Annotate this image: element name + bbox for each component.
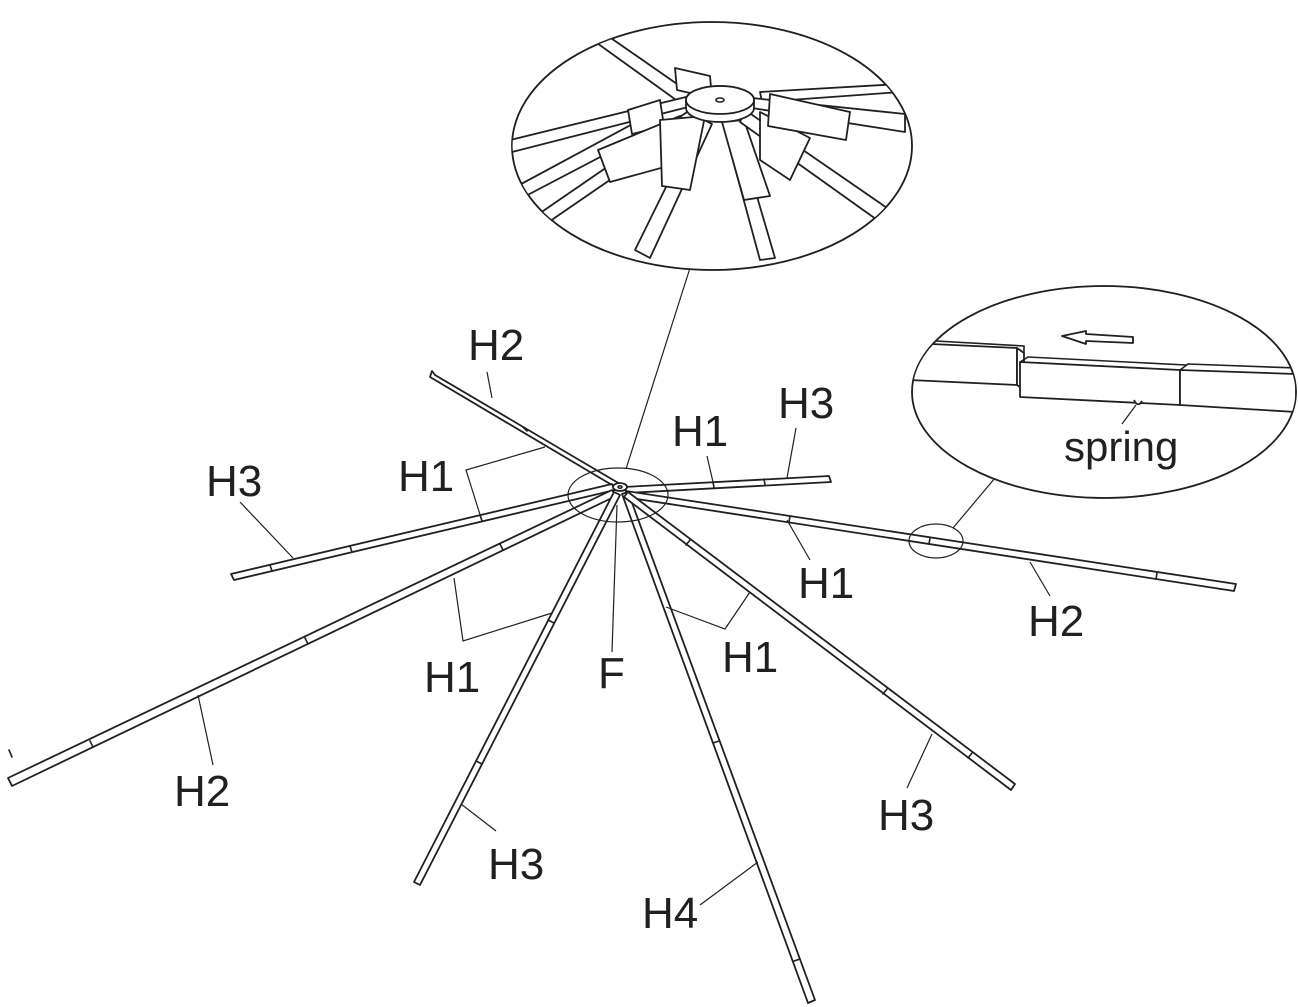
rib-h3-bottom — [413, 491, 621, 886]
label-h3-top-right: H3 — [778, 379, 834, 428]
joint-callout-ellipse — [908, 523, 964, 559]
label-f-hub: F — [598, 649, 625, 698]
ribs — [7, 370, 1237, 1004]
label-h3-left: H3 — [206, 457, 262, 506]
label-h1-upper-left: H1 — [398, 452, 454, 501]
label-spring: spring — [1064, 423, 1178, 470]
label-h2-left: H2 — [174, 767, 230, 816]
label-h2-right: H2 — [1028, 597, 1084, 646]
rib-h2-left — [7, 489, 617, 787]
hub-detail-zoom — [511, 21, 913, 271]
leader-lines — [197, 371, 1051, 906]
rib-h4-bottom — [621, 491, 816, 1004]
rib-h3-top-right — [623, 475, 832, 494]
joint-callout-leader — [952, 477, 996, 529]
rib-h2-right — [623, 490, 1237, 592]
stray-mark — [8, 749, 13, 758]
label-h1-lower-left: H1 — [424, 653, 480, 702]
rib-h2-top — [429, 370, 621, 489]
hub-f — [612, 482, 628, 492]
hub-callout-ellipse — [567, 467, 669, 523]
label-h1-lower-right: H1 — [722, 633, 778, 682]
label-h1-top-right: H1 — [672, 407, 728, 456]
label-h4-bottom: H4 — [642, 889, 698, 938]
label-h2-top: H2 — [468, 321, 524, 370]
label-h1-right: H1 — [798, 559, 854, 608]
rib-h3-lower-right — [623, 491, 1016, 791]
label-h3-bottom: H3 — [488, 840, 544, 889]
labels: H2 H3 H1 H1 H3 H1 H2 H1 F H1 H2 H3 H4 H3… — [174, 321, 1178, 938]
spring-detail-zoom — [911, 285, 1297, 499]
label-h3-lower-right: H3 — [878, 791, 934, 840]
hub-callout-leader — [625, 267, 691, 470]
